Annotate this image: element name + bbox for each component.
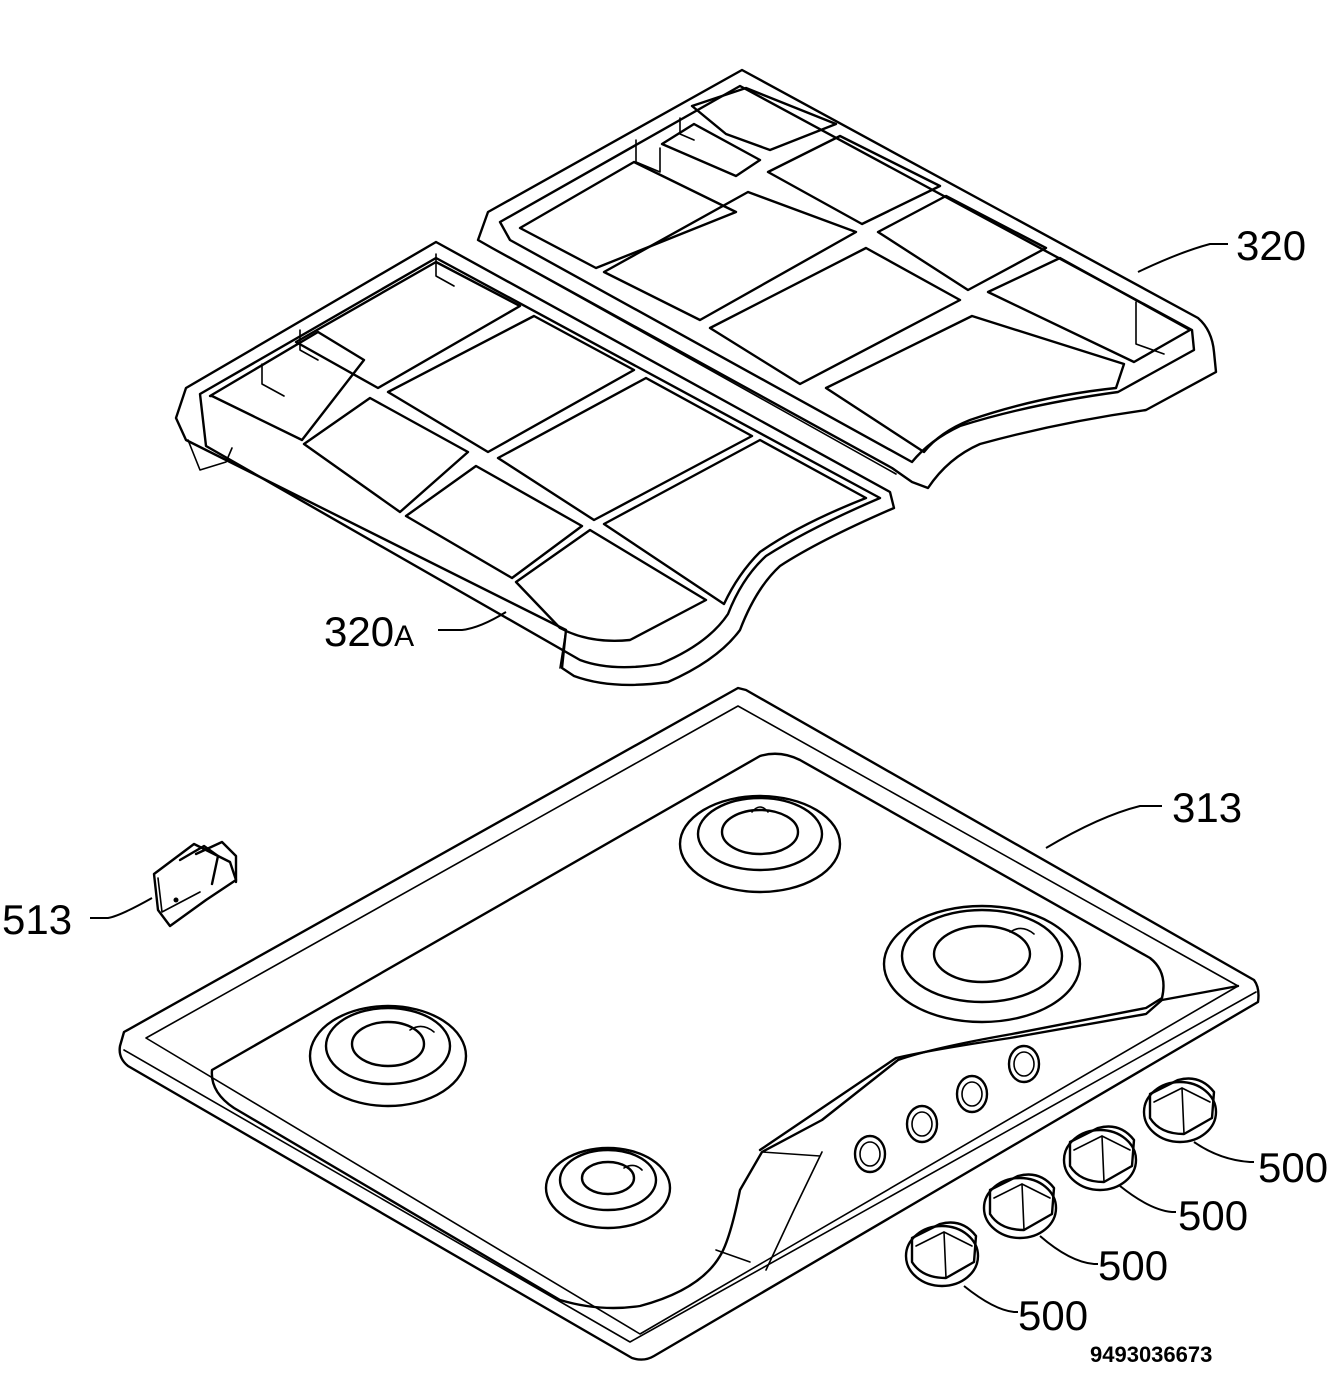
- label-knob-4: 500: [1018, 1292, 1088, 1339]
- label-pan-support-left-number: 320: [324, 608, 394, 655]
- burner-left: [308, 1004, 468, 1108]
- leader-lines: [90, 243, 1254, 1313]
- label-knob-3: 500: [1098, 1242, 1168, 1289]
- knob-3: [982, 1173, 1058, 1240]
- label-pan-support-right: 320: [1236, 222, 1306, 269]
- label-pan-support-left: 320A: [324, 608, 414, 655]
- label-knob-1: 500: [1258, 1144, 1328, 1191]
- knob-4: [904, 1221, 980, 1288]
- knob-2: [1062, 1125, 1138, 1192]
- pan-support-right: [476, 68, 1218, 490]
- burner-rear: [678, 794, 842, 894]
- burner-right-large: [882, 904, 1082, 1024]
- fixing-clip: [152, 840, 238, 928]
- drawing-number: 9493036673: [1090, 1342, 1212, 1367]
- knob-holes: [853, 1044, 1041, 1174]
- label-pan-support-left-suffix: A: [394, 620, 414, 653]
- hob-top: [118, 686, 1260, 1361]
- burner-front: [544, 1146, 672, 1230]
- pan-support-left: [174, 240, 896, 687]
- label-knob-2: 500: [1178, 1192, 1248, 1239]
- label-hob-top: 313: [1172, 784, 1242, 831]
- knob-1: [1142, 1077, 1218, 1144]
- label-fixing-clip: 513: [2, 896, 72, 943]
